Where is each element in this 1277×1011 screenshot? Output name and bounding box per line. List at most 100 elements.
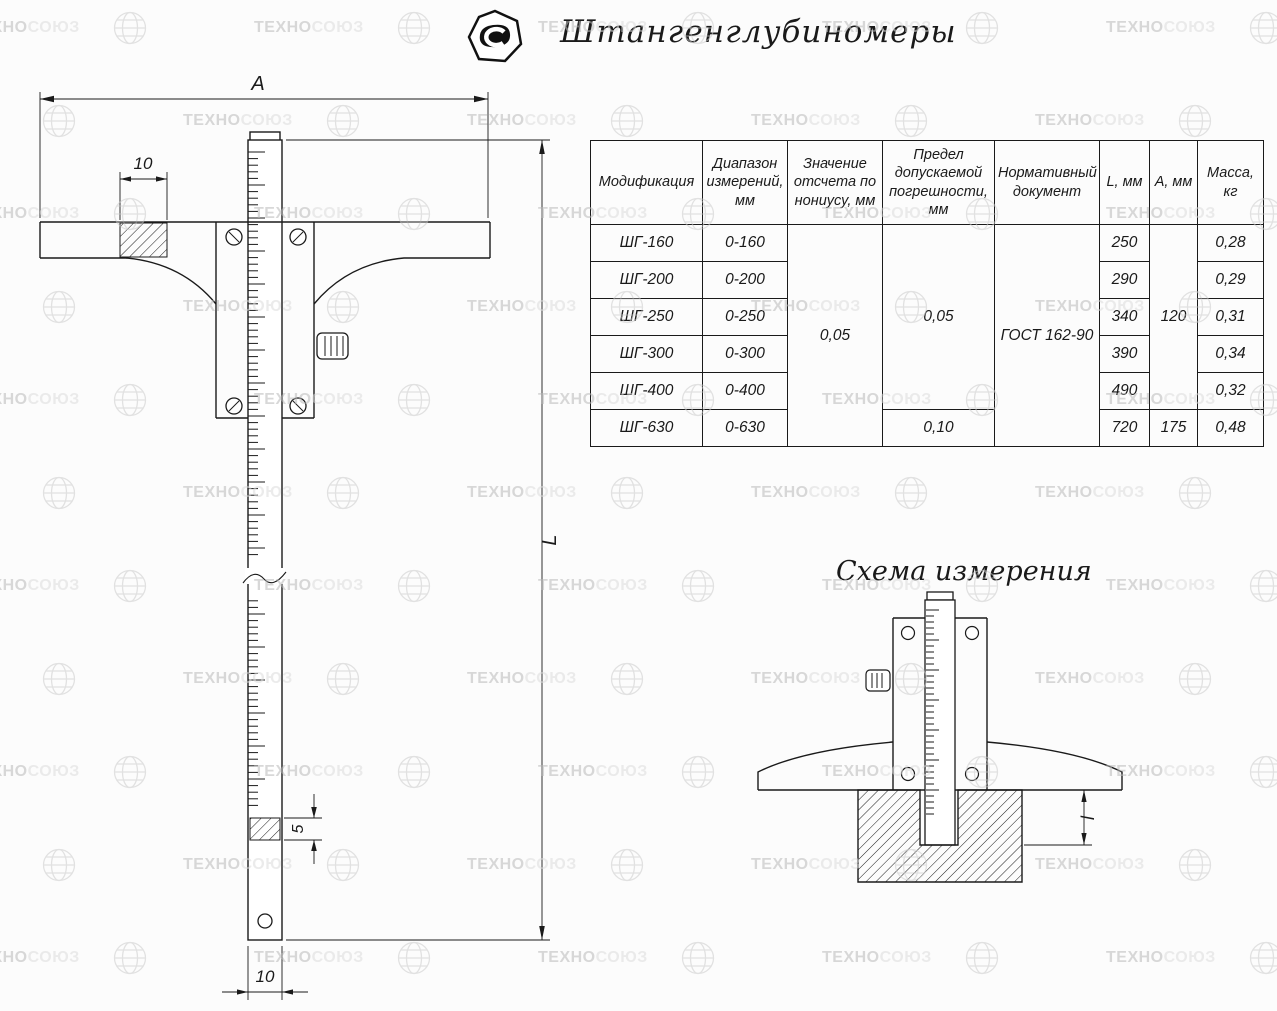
beam-section-hatch (249, 817, 281, 841)
cell-error-value: 0,05 (882, 224, 995, 410)
watermark-text: ТЕХНОСОЮЗ (1106, 940, 1216, 976)
cell-error-value: 0,10 (882, 409, 995, 447)
watermark-text-light: СОЮЗ (595, 949, 648, 966)
dim-5-label: 5 (290, 824, 307, 833)
slider-frame (215, 222, 315, 419)
table-row: ШГ-630 0-630 0,10 720 175 0,48 (590, 409, 1264, 447)
scheme-ruler-ticks (926, 609, 939, 815)
cell-vernier-value: 0,05 (787, 224, 883, 447)
watermark-globe (1248, 940, 1277, 990)
watermark-text-light: СОЮЗ (1163, 577, 1216, 594)
watermark-globe (680, 940, 716, 990)
scheme-dim-l-label: l (1078, 815, 1098, 820)
table-row: ШГ-160 0-160 0,05 0,05 ГОСТ 162-90 250 1… (590, 224, 1264, 447)
watermark-globe (609, 661, 645, 711)
dim-top-10 (119, 172, 168, 220)
watermark-text: ТЕХНОСОЮЗ (1035, 103, 1145, 139)
col-header-range: Диапазон измерений, мм (702, 140, 788, 225)
globe-icon (681, 941, 715, 975)
cell-modification: ШГ-250 (590, 298, 703, 336)
col-header-mass: Масса, кг (1197, 140, 1264, 225)
dim-overall-width (39, 92, 489, 218)
globe-icon (610, 104, 644, 138)
brand-logo-icon (467, 9, 523, 63)
table-row: ШГ-250 0-250 340 0,31 (590, 298, 1264, 336)
cell-mass: 0,34 (1197, 335, 1264, 373)
watermark-globe (609, 847, 645, 897)
scheme-title: Схема измерения (836, 556, 1092, 587)
cell-mass: 0,32 (1197, 372, 1264, 410)
scheme-ruler-cap (926, 591, 954, 601)
watermark-text-bold: ТЕХНО (1106, 949, 1164, 966)
depth-gauge-drawing: A 10 (39, 73, 561, 1000)
globe-icon (610, 848, 644, 882)
break-mask (245, 568, 285, 584)
dim-10-top-label: 10 (134, 154, 153, 173)
watermark-text-light: СОЮЗ (1163, 949, 1216, 966)
watermark-text-light: СОЮЗ (595, 763, 648, 780)
measurement-scheme-drawing: l (757, 591, 1123, 883)
globe-icon (894, 104, 928, 138)
dim-10-bottom-label: 10 (256, 967, 275, 986)
globe-icon (1178, 104, 1212, 138)
dim-beam-5 (284, 794, 322, 864)
cell-length: 340 (1099, 298, 1150, 336)
watermark-text-bold: ТЕХНО (822, 949, 880, 966)
cell-document: ГОСТ 162-90 (994, 224, 1100, 447)
globe-icon (1178, 662, 1212, 696)
globe-icon (681, 755, 715, 789)
watermark-text-light: СОЮЗ (595, 577, 648, 594)
watermark-text-light: СОЮЗ (1092, 112, 1145, 129)
dim-length-L (286, 139, 550, 941)
col-header-length: L, мм (1099, 140, 1150, 225)
scheme-thumb-screw (865, 669, 891, 692)
cell-modification: ШГ-300 (590, 335, 703, 373)
brand-logo (466, 8, 524, 69)
watermark-globe (1177, 847, 1213, 897)
watermark-text: ТЕХНОСОЮЗ (751, 103, 861, 139)
break-line (242, 571, 287, 584)
watermark-text-bold: ТЕХНО (1035, 484, 1093, 501)
col-header-modification: Модификация (590, 140, 703, 225)
globe-icon (1249, 941, 1277, 975)
dim-bottom-10 (222, 946, 308, 1000)
watermark-globe (893, 475, 929, 525)
watermark-text-light: СОЮЗ (1163, 19, 1216, 36)
watermark-text-light: СОЮЗ (879, 949, 932, 966)
watermark-text: ТЕХНОСОЮЗ (1106, 10, 1216, 46)
cell-mass: 0,48 (1197, 409, 1264, 447)
table-header-row: Модификация Диапазон измерений, мм Значе… (590, 140, 1264, 225)
cell-length: 250 (1099, 224, 1150, 262)
ruler-beam (247, 139, 283, 941)
cell-length: 290 (1099, 261, 1150, 299)
watermark-text-light: СОЮЗ (808, 112, 861, 129)
globe-icon (681, 569, 715, 603)
frame-screws (225, 228, 307, 415)
globe-icon (965, 11, 999, 45)
page-title: Штангенглубиномеры (560, 14, 957, 50)
beam-hole (257, 913, 273, 929)
watermark-text-light: СОЮЗ (808, 484, 861, 501)
cell-a-value: 120 (1149, 224, 1198, 410)
watermark-globe (1248, 754, 1277, 804)
cell-mass: 0,31 (1197, 298, 1264, 336)
col-header-vernier: Значение отсчета по нониусу, мм (787, 140, 883, 225)
watermark-text-light: СОЮЗ (1163, 763, 1216, 780)
cell-length: 390 (1099, 335, 1150, 373)
globe-icon (1249, 11, 1277, 45)
watermark-text-bold: ТЕХНО (751, 484, 809, 501)
watermark-globe (1248, 10, 1277, 60)
watermark-text-bold: ТЕХНО (1106, 19, 1164, 36)
watermark-globe (1248, 568, 1277, 618)
watermark-globe (680, 568, 716, 618)
col-header-width: А, мм (1149, 140, 1198, 225)
watermark-globe (680, 754, 716, 804)
cell-length: 720 (1099, 409, 1150, 447)
cell-range: 0-250 (702, 298, 788, 336)
globe-icon (1249, 569, 1277, 603)
base-section-hatch (119, 222, 168, 258)
cell-modification: ШГ-160 (590, 224, 703, 262)
cell-range: 0-630 (702, 409, 788, 447)
cell-length: 490 (1099, 372, 1150, 410)
watermark-text: ТЕХНОСОЮЗ (751, 475, 861, 511)
